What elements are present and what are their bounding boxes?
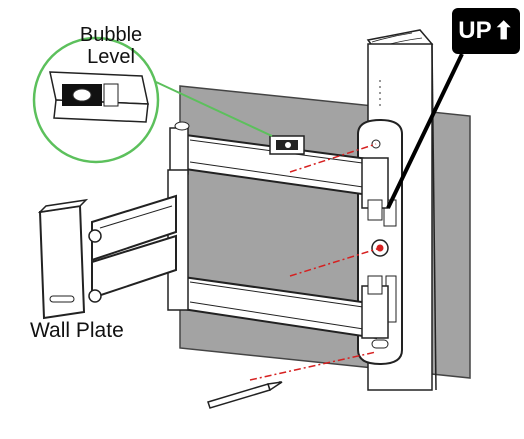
up-arrow-icon: ⬆ (493, 17, 514, 45)
up-leader-line (386, 53, 464, 209)
tv-wall-plate (37, 198, 102, 320)
up-badge-text: UP (458, 17, 492, 44)
wall-plate-label: Wall Plate (30, 319, 124, 342)
up-badge: UP ⬆ (452, 8, 520, 54)
bubble-level-label: Bubble Level (79, 24, 143, 68)
extension-arm (91, 194, 177, 300)
drill-guide-lines (249, 143, 381, 381)
bubble-level-icon (269, 135, 305, 155)
arm-bracket (361, 157, 389, 339)
bubble-level-callout (32, 36, 273, 164)
pencil-icon (207, 381, 283, 409)
upper-arm (169, 121, 377, 198)
